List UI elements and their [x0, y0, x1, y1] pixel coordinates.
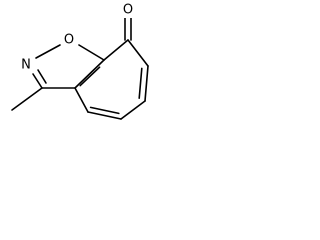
bond-c5-c4	[87, 111, 122, 120]
ring-nitrogen-label: N	[21, 58, 31, 73]
molecule-structure: O O N	[11, 3, 149, 120]
bond-c6-c5	[120, 100, 146, 120]
bond-c7a-c3a-double	[79, 66, 101, 87]
bond-c8-c7a	[103, 39, 129, 61]
bond-c5-c4-double	[89, 106, 120, 115]
bond-c7-c6-double	[138, 67, 143, 99]
bond-c7a-o1	[78, 44, 105, 61]
bond-c8-c7	[127, 39, 149, 67]
carbonyl-oxygen-label: O	[123, 3, 133, 18]
bond-n2-c3	[32, 73, 43, 89]
bond-c4-c3a	[74, 87, 89, 113]
ring-oxygen-label: O	[64, 33, 74, 48]
carbonyl-oxygen-background	[121, 3, 134, 18]
bond-c7-c6	[144, 65, 149, 102]
bond-n2-c3-double	[37, 69, 47, 84]
bond-c3-methyl	[11, 87, 43, 111]
ring-nitrogen-background	[20, 58, 33, 73]
bond-c7a-c3a	[74, 59, 105, 89]
ring-oxygen-background	[63, 33, 76, 48]
bond-o1-n2	[35, 44, 61, 59]
